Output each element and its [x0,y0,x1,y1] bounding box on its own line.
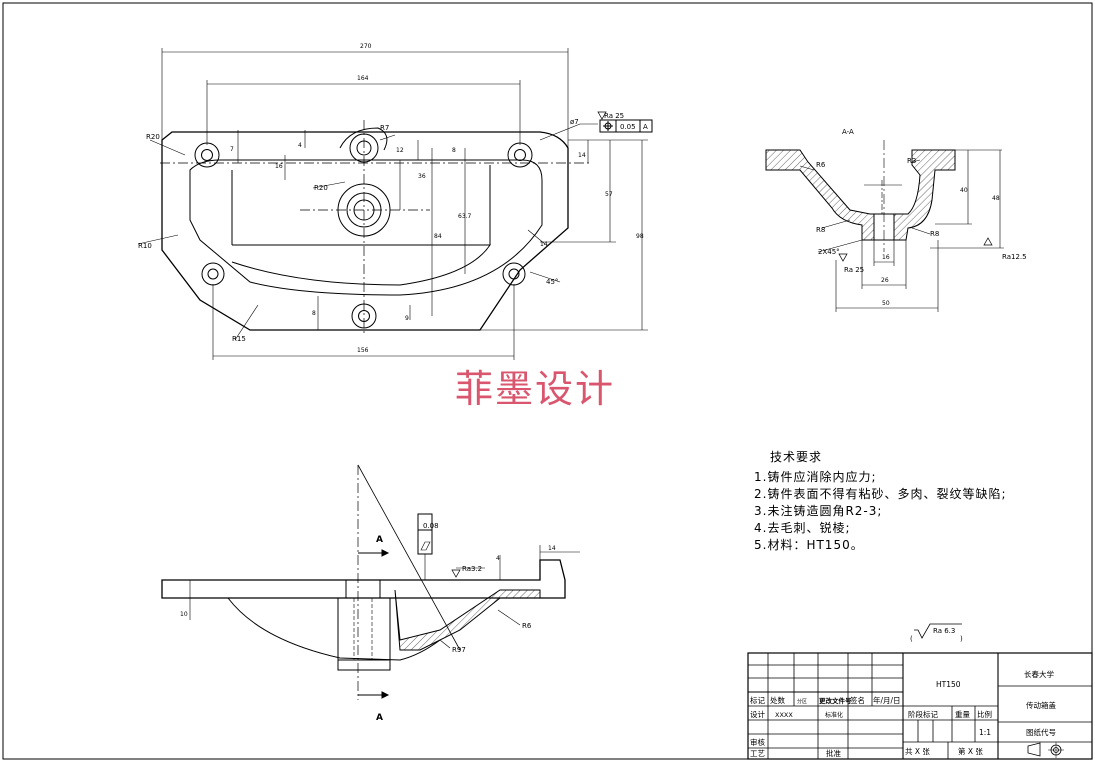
dim-16: 16 [275,163,283,170]
dim-50: 50 [882,300,890,307]
dim-164: 164 [357,75,369,82]
front-view [161,464,580,700]
tolerance-value: 0.05 [620,123,636,131]
flatness-value: 0.08 [423,522,439,530]
section-annotations: A-A 16 26 50 40 48 2X45° R6 R3 R8 R8 Ra … [816,128,1027,307]
tech-item-2: 2.铸件表面不得有粘砂、多肉、裂纹等缺陷; [754,486,1007,501]
title-block-text: HT150 长春大学 传动箱盖 图纸代号 阶段标记 重量 比例 1:1 共 X … [750,669,1056,758]
tb-sheets-total: 共 X 张 [905,747,930,756]
tb-scale: 1:1 [979,728,991,737]
tb-drawing-no: 图纸代号 [1026,727,1056,737]
dim-8a: 8 [452,147,456,154]
dim-26: 26 [881,277,889,284]
section-mark-bottom: A [376,713,383,723]
section-mark-top: A [376,535,383,545]
tb-university: 长春大学 [1024,669,1054,679]
dim-9: 9 [405,315,409,322]
dim-12: 12 [396,147,404,154]
dim-48: 48 [992,195,1000,202]
tb-process: 工艺 [750,749,765,758]
tech-requirements: 技术要求 1.铸件应消除内应力; 2.铸件表面不得有粘砂、多肉、裂纹等缺陷; 3… [754,450,1007,552]
radius-r97: R97 [452,646,466,654]
dim-98: 98 [636,233,644,240]
roughness-ra25: Ra 25 [604,112,624,120]
dim-14b: 14 [540,241,548,248]
datum-ref: A [643,123,648,131]
tb-approve: 批准 [826,748,841,758]
tb-sheet-no: 第 X 张 [958,746,983,756]
dim-63-7: 63.7 [458,213,472,220]
diameter-7: ø7 [570,118,579,126]
top-view [137,48,653,360]
dim-4-front: 4 [496,555,500,562]
tb-designer: XXXX [775,711,793,719]
radius-r15: R15 [232,335,246,343]
tb-date: 年/月/日 [873,695,901,705]
dim-270: 270 [360,43,372,50]
dim-36: 36 [418,173,426,180]
tech-item-4: 4.去毛刺、锐棱; [754,520,851,535]
tb-part-name: 传动箱盖 [1026,700,1056,710]
tb-mark: 标记 [750,695,765,705]
dim-14-front: 14 [548,545,556,552]
dim-16-sec: 16 [882,254,890,261]
angle-45: 45° [546,278,558,286]
radius-r6-sec: R6 [816,161,826,169]
chamfer-2x45: 2X45° [818,248,840,256]
radius-r10: R10 [138,242,152,250]
radius-r8a: R8 [816,226,825,234]
dim-7: 7 [230,146,234,153]
tb-design: 设计 [750,709,765,719]
tb-change-doc: 更改文件号 [819,696,852,705]
paren-open: ( [910,635,913,643]
tb-material: HT150 [936,680,961,689]
section-title: A-A [842,128,854,136]
dim-156: 156 [357,347,369,354]
radius-r8b: R8 [930,230,939,238]
tech-item-1: 1.铸件应消除内应力; [754,469,877,484]
title-block [747,652,1093,760]
section-view [765,140,1004,312]
tb-sign: 签名 [850,695,865,705]
dim-57: 57 [605,191,613,198]
dim-40: 40 [960,187,968,194]
roughness-ra3-2: Ra3.2 [462,565,482,573]
tech-title: 技术要求 [770,450,822,464]
roughness-sec-2: Ra12.5 [1002,253,1027,261]
tb-standardize: 标准化 [825,711,843,719]
dim-84: 84 [434,233,442,240]
radius-r3: R3 [907,157,916,165]
surface-note: Ra 6.3 ( ) [910,623,963,643]
tb-count: 处数 [770,695,785,705]
surface-note-text: Ra 6.3 [933,627,955,635]
paren-close: ) [960,635,963,643]
tech-item-5: 5.材料：HT150。 [754,538,864,552]
radius-r20b: R20 [314,184,328,192]
tb-zone: 分区 [797,698,807,705]
dim-4: 4 [298,142,302,149]
dim-14: 14 [578,152,586,159]
watermark-text: 菲墨设计 [455,367,615,411]
tb-weight: 重量 [955,710,970,719]
tb-stage: 阶段标记 [908,709,938,719]
dim-8b: 8 [312,310,316,317]
roughness-sec-1: Ra 25 [844,266,864,274]
top-view-annotations: 270 164 156 98 57 14 84 63.7 36 12 7 4 1… [138,43,648,354]
tb-scale-label: 比例 [977,709,992,719]
radius-r6-front: R6 [522,622,532,630]
front-annotations: A A 0.08 Ra3.2 10 14 4 R6 R97 [180,522,556,723]
dim-10: 10 [180,611,188,618]
radius-r20: R20 [146,133,160,141]
tb-review: 审核 [750,737,765,747]
radius-r7: R7 [380,124,389,132]
tech-item-3: 3.未注铸造圆角R2-3; [754,503,882,518]
